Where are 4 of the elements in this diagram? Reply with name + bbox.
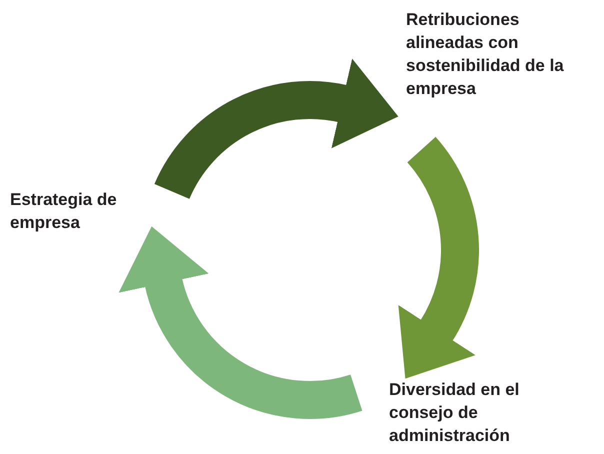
curved-arrow <box>396 138 479 380</box>
step-label: Estrategia de empresa <box>10 188 160 234</box>
step-label: Diversidad en el consejo de administración <box>389 378 539 447</box>
step-label: Retribuciones alineadas con sostenibilidad de la empresa <box>406 8 591 140</box>
